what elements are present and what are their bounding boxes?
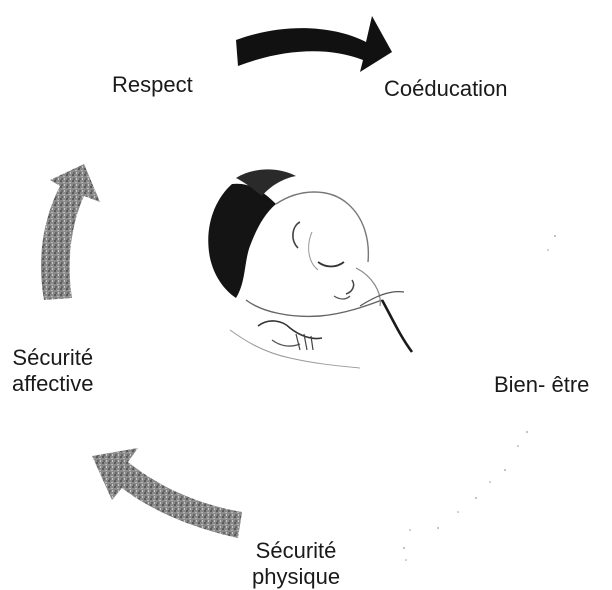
node-securite-affective-line1: Sécurité xyxy=(12,345,94,371)
arrow-top-icon xyxy=(236,16,392,72)
node-securite-affective: Sécurité affective xyxy=(12,345,94,397)
node-bien-etre: Bien- être xyxy=(494,372,589,398)
node-securite-physique: Sécurité physique xyxy=(252,538,340,590)
arrow-bottom-icon xyxy=(92,448,242,538)
arrow-left-icon xyxy=(41,164,100,300)
node-respect: Respect xyxy=(112,72,193,98)
node-securite-affective-line2: affective xyxy=(12,371,94,397)
node-securite-physique-line2: physique xyxy=(252,564,340,590)
node-coeducation: Coéducation xyxy=(384,76,508,102)
node-securite-physique-line1: Sécurité xyxy=(252,538,340,564)
sleeping-baby-icon xyxy=(208,169,412,368)
